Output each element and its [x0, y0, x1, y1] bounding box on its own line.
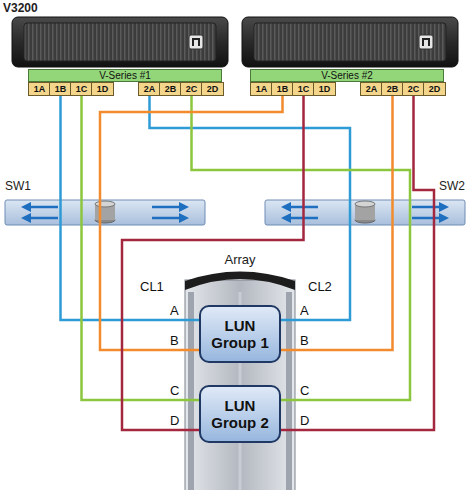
fc-cable: [150, 96, 351, 320]
lun-group-name: LUN Group 2: [205, 397, 275, 431]
controller-panel: V-Series #11A1B1C1D 2A2B2C2D: [28, 69, 222, 96]
switch-name: SW2: [265, 179, 465, 193]
port-name: 1B: [272, 83, 293, 95]
port-name: 2A: [361, 83, 382, 95]
port-letter: D: [170, 413, 179, 428]
port-name: 1D: [92, 83, 113, 95]
port-name: 2D: [202, 83, 223, 95]
title-holder: V3200: [3, 1, 38, 15]
fc-port: 2C: [402, 82, 425, 96]
port-letter: B: [300, 333, 309, 348]
label-holder: C: [300, 383, 309, 398]
port-name: 2C: [181, 83, 202, 95]
fc-port: 1A: [28, 82, 51, 96]
port-name: 1B: [50, 83, 71, 95]
port-name: 1C: [71, 83, 92, 95]
port-letter: D: [300, 413, 309, 428]
fc-port: 2A: [360, 82, 383, 96]
port-letter: C: [300, 383, 309, 398]
label-holder: D: [300, 413, 309, 428]
fc-cable: [281, 96, 434, 430]
fc-port: 2C: [180, 82, 203, 96]
fc-port: 2B: [159, 82, 182, 96]
fc-switch: SW2: [265, 200, 465, 225]
port-name: 2C: [403, 83, 424, 95]
fc-port: 1C: [70, 82, 93, 96]
label-holder: C: [170, 383, 179, 398]
port-name: 1C: [293, 83, 314, 95]
lun-group: LUN Group 2: [199, 385, 281, 443]
model-title: V3200: [3, 1, 38, 15]
port-letter: A: [300, 303, 309, 318]
fc-port: 1B: [49, 82, 72, 96]
label-holder: CL1: [140, 279, 164, 294]
fc-port: 2B: [381, 82, 404, 96]
port-name: 1A: [29, 83, 50, 95]
fc-port: 2D: [201, 82, 224, 96]
port-name: 1D: [314, 83, 335, 95]
array-name: Array: [185, 252, 295, 267]
controller-chassis: [242, 17, 458, 67]
fc-cable: [281, 96, 393, 350]
fc-port: 1D: [313, 82, 336, 96]
lun-group-name: LUN Group 1: [205, 317, 275, 351]
switch-name: SW1: [5, 179, 205, 193]
port-name: 2B: [382, 83, 403, 95]
fc-port: 1C: [292, 82, 315, 96]
switch-symbol: [5, 200, 205, 225]
controller-panel: V-Series #21A1B1C1D 2A2B2C2D: [250, 69, 444, 96]
fc-port: 2A: [138, 82, 161, 96]
label-holder: B: [170, 333, 179, 348]
cluster-label: CL2: [308, 279, 332, 294]
port-letter: C: [170, 383, 179, 398]
fc-port: 1D: [91, 82, 114, 96]
port-letter: A: [170, 303, 179, 318]
storage-array: ArrayLUN Group 1LUN Group 2: [185, 278, 295, 490]
fc-port: 2D: [423, 82, 446, 96]
fc-cable: [122, 96, 304, 430]
port-name: 2A: [139, 83, 160, 95]
label-holder: A: [170, 303, 179, 318]
array-chassis: [185, 272, 295, 490]
fc-switch: SW1: [5, 200, 205, 225]
port-letter: B: [170, 333, 179, 348]
fc-port: 1A: [250, 82, 273, 96]
port-name: 2D: [424, 83, 445, 95]
label-holder: A: [300, 303, 309, 318]
port-name: 1A: [251, 83, 272, 95]
panel-title: V-Series #1: [28, 69, 222, 82]
fc-cable: [192, 96, 411, 400]
cluster-label: CL1: [140, 279, 164, 294]
label-holder: CL2: [308, 279, 332, 294]
fc-port: 1B: [271, 82, 294, 96]
controller-chassis: [12, 17, 228, 67]
lun-group: LUN Group 1: [199, 305, 281, 363]
port-name: 2B: [160, 83, 181, 95]
panel-title: V-Series #2: [250, 69, 444, 82]
label-holder: B: [300, 333, 309, 348]
label-holder: D: [170, 413, 179, 428]
